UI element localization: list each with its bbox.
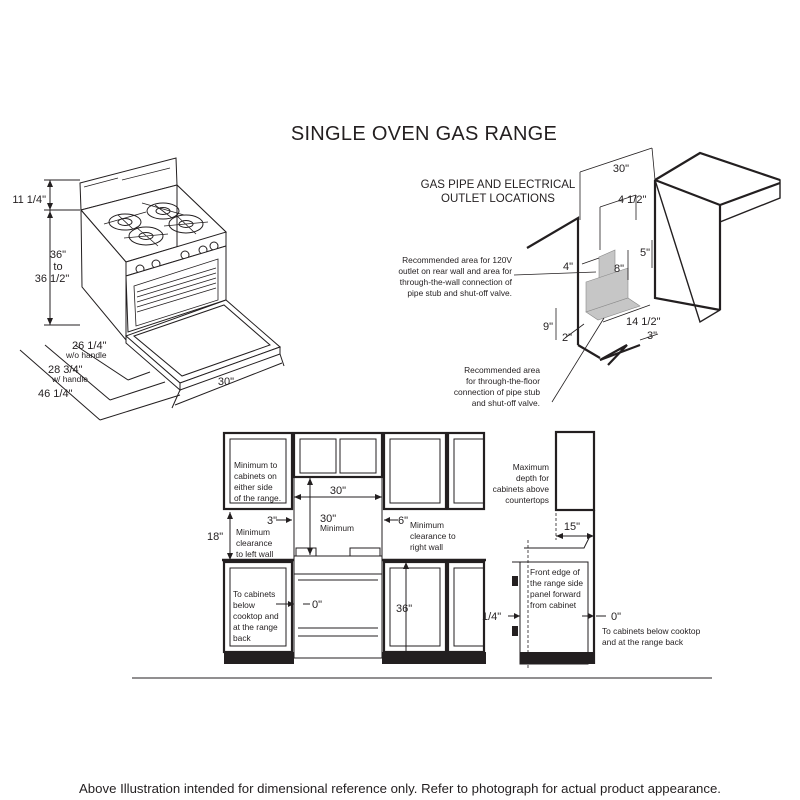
depth-note-line-2: depth for xyxy=(516,473,549,483)
wall-note-line-3: through-the-wall connection of xyxy=(400,277,513,287)
top-offset-label: 5" xyxy=(640,247,650,259)
range-width-label: 30" xyxy=(218,376,234,388)
depth-without-handle-note: w/o handle xyxy=(65,350,107,360)
range-height-label-3: 36 1/2" xyxy=(35,273,70,285)
pipe-offset-label: 4 1/2" xyxy=(618,194,646,206)
depth-with-handle-note: w/ handle xyxy=(51,374,88,384)
range-dimensions: 11 1/4" 36" to 36 1/2" 26 1/4" w/o handl… xyxy=(12,179,285,421)
gas-section-title-1: GAS PIPE AND ELECTRICAL xyxy=(421,179,576,191)
wall-note-line-2: outlet on rear wall and area for xyxy=(398,266,512,276)
cooktop-note-5: back xyxy=(233,633,252,643)
range-front xyxy=(293,555,383,659)
floor-note-line-4: and shut-off valve. xyxy=(472,398,540,408)
rear-note-2: and at the range back xyxy=(602,637,684,647)
range-height-label-2: to xyxy=(53,261,62,273)
depth-note-line-3: cabinets above xyxy=(493,484,550,494)
floor-depth-label: 14 1/2" xyxy=(626,316,661,328)
oven-racks xyxy=(136,267,217,313)
front-edge-note-2: the range side xyxy=(530,578,583,588)
wall-note-line-1: Recommended area for 120V xyxy=(402,255,512,265)
left-wall xyxy=(526,216,580,345)
upper-cabinet-side xyxy=(554,430,596,512)
toe-kick-side xyxy=(520,652,594,664)
range-perspective xyxy=(79,157,281,392)
upper-cabinet-right xyxy=(382,431,448,511)
upper-cabinet-over-range xyxy=(292,431,384,479)
lower-cabinet-far-right xyxy=(446,560,486,654)
left-clearance-label: 3" xyxy=(267,515,277,527)
burner-grates xyxy=(103,202,209,247)
lower-cabinet-right xyxy=(382,560,448,654)
front-edge-note-1: Front edge of xyxy=(530,567,580,577)
right-clearance-label: 6" xyxy=(398,515,408,527)
counter-height-label: 36" xyxy=(396,603,412,615)
box-height-label: 8" xyxy=(614,263,624,275)
oven-door-window xyxy=(132,304,271,377)
cooktop-note-4: at the range xyxy=(233,622,278,632)
gas-width-label: 30" xyxy=(613,163,629,175)
depth-door-open-label: 46 1/4" xyxy=(38,388,73,400)
side-offset-label: 3" xyxy=(647,330,657,342)
side-installation-view: Maximum depth for cabinets above counter… xyxy=(482,430,701,670)
depth-note-line-1: Maximum xyxy=(513,462,549,472)
toe-kick-right xyxy=(382,652,486,664)
disclaimer: Above Illustration intended for dimensio… xyxy=(79,781,721,796)
wall-cabinet xyxy=(654,152,781,324)
left-wall-note-3: to left wall xyxy=(236,549,273,559)
right-wall-note-1: Minimum xyxy=(410,520,444,530)
box-width-label: 4" xyxy=(563,261,573,273)
cabinet-note-line-4: of the range. xyxy=(234,493,281,503)
gas-pipe-section: GAS PIPE AND ELECTRICAL OUTLET LOCATIONS… xyxy=(398,147,781,408)
upper-height-label: 18" xyxy=(207,531,223,543)
floor-connection-area xyxy=(585,297,641,321)
rear-note-1: To cabinets below cooktop xyxy=(602,626,701,636)
cooktop-note-2: below xyxy=(233,600,256,610)
overhead-width-label: 30" xyxy=(330,485,346,497)
depth-note-line-4: countertops xyxy=(505,495,549,505)
right-wall-note-3: right wall xyxy=(410,542,443,552)
cabinet-note-line-2: cabinets on xyxy=(234,471,277,481)
page-title: SINGLE OVEN GAS RANGE xyxy=(291,123,557,145)
cooktop-note-3: cooktop and xyxy=(233,611,279,621)
overhead-clearance-label: 30" xyxy=(320,513,336,525)
oven-cavity xyxy=(133,258,219,327)
overhead-clearance-note: Minimum xyxy=(320,523,354,533)
rear-clearance-label: 0" xyxy=(611,611,621,623)
cabinet-note-line-1: Minimum to xyxy=(234,460,278,470)
cooktop-note-1: To cabinets xyxy=(233,589,275,599)
toe-kick-left xyxy=(224,652,294,664)
range-height-label-1: 36" xyxy=(50,249,66,261)
right-wall-note-2: clearance to xyxy=(410,531,456,541)
floor-width-label: 2" xyxy=(562,332,572,344)
depth-without-handle-label: 26 1/4" xyxy=(72,340,107,352)
left-wall-note-2: clearance xyxy=(236,538,273,548)
backguard-height-label: 11 1/4" xyxy=(12,194,46,206)
gas-section-title-2: OUTLET LOCATIONS xyxy=(441,193,555,205)
upper-depth-label: 15" xyxy=(564,521,580,533)
upper-cabinet-far-right xyxy=(446,431,486,511)
front-edge-note-3: panel forward xyxy=(530,589,581,599)
front-edge-note-4: from cabinet xyxy=(530,600,577,610)
floor-note-line-2: for through-the-floor xyxy=(466,376,540,386)
bottom-height-label: 9" xyxy=(543,321,553,333)
cabinet-note-line-3: either side xyxy=(234,482,273,492)
left-wall-note-1: Minimum xyxy=(236,527,270,537)
floor-corner xyxy=(599,344,628,366)
floor-note-line-1: Recommended area xyxy=(464,365,540,375)
floor-note-line-3: connection of pipe stub xyxy=(454,387,540,397)
depth-with-handle-label: 28 3/4" xyxy=(48,364,83,376)
front-installation-view: Minimum to cabinets on either side of th… xyxy=(207,431,486,664)
wall-note-line-4: pipe stub and shut-off valve. xyxy=(407,288,512,298)
forward-offset-label: 1/4" xyxy=(482,611,501,623)
cooktop-clearance-label: 0" xyxy=(312,599,322,611)
upper-cabinet-left xyxy=(222,431,294,511)
